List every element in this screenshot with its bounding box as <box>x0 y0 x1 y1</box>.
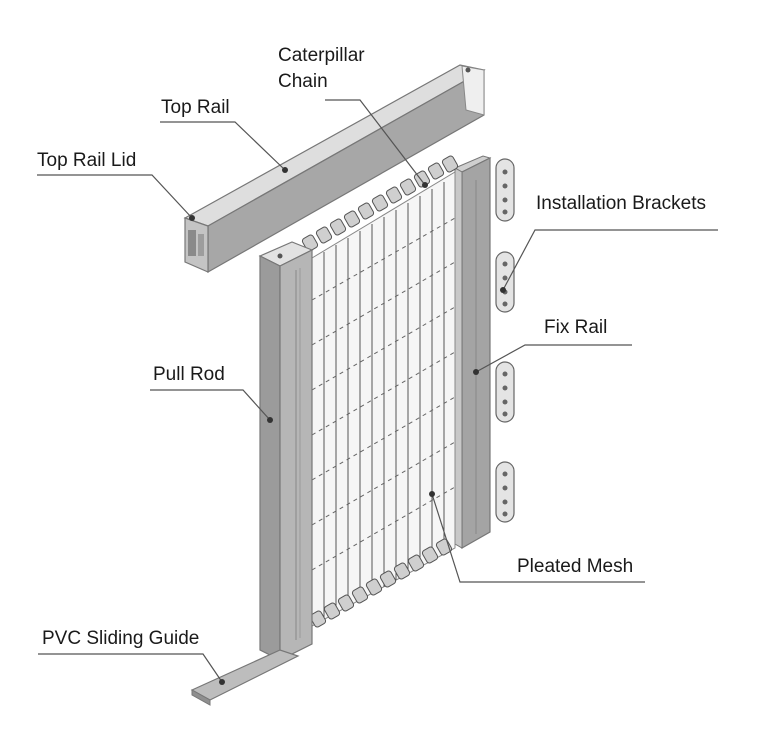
label-installation-brackets: Installation Brackets <box>536 193 707 214</box>
label-caterpillar-chain: Caterpillar Chain <box>278 43 365 95</box>
leader-pvc-sliding-guide <box>38 653 223 683</box>
label-pvc-sliding-guide: PVC Sliding Guide <box>42 628 200 649</box>
installation-brackets <box>495 158 515 523</box>
label-caterpillar-chain-line2: Chain <box>278 71 328 92</box>
leader-top-rail-lid <box>37 174 193 219</box>
leader-lines <box>37 99 718 683</box>
label-top-rail: Top Rail <box>161 97 230 118</box>
leader-dots <box>189 167 506 685</box>
pvc-sliding-guide <box>190 649 300 706</box>
caterpillar-chain-bottom <box>309 538 453 628</box>
leader-caterpillar-chain <box>325 99 426 186</box>
leader-fix-rail <box>475 344 632 373</box>
leader-installation-brackets <box>502 229 718 291</box>
pull-rod <box>258 241 314 661</box>
label-pleated-mesh: Pleated Mesh <box>517 556 634 577</box>
label-pull-rod: Pull Rod <box>153 364 225 385</box>
fix-rail <box>453 155 492 550</box>
label-top-rail-lid: Top Rail Lid <box>37 150 137 171</box>
label-caterpillar-chain-line1: Caterpillar <box>278 45 365 66</box>
leader-pleated-mesh <box>431 493 645 583</box>
top-rail <box>183 64 486 274</box>
leader-top-rail <box>160 121 286 171</box>
leader-pull-rod <box>150 389 271 421</box>
caterpillar-chain-top <box>301 155 459 252</box>
label-fix-rail: Fix Rail <box>544 317 608 338</box>
pleated-mesh <box>311 171 456 627</box>
